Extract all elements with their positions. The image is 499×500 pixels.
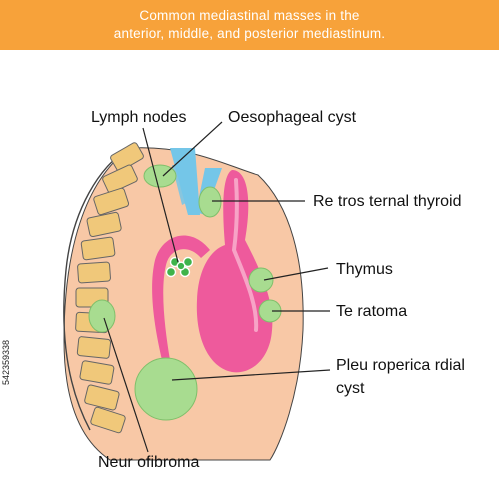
vertebra — [76, 336, 112, 359]
label-neurofibroma: Neur ofibroma — [98, 454, 199, 471]
leader-lines — [103, 121, 331, 453]
leader-lymph-nodes — [142, 127, 179, 263]
vertebra — [110, 142, 144, 172]
leader-pleuropericardial-cyst — [171, 369, 331, 381]
label-pleuropericardial-line2: cyst — [336, 380, 365, 397]
lymph-node — [176, 261, 186, 271]
spine-outer-edge — [63, 147, 131, 431]
vertebra — [86, 211, 122, 238]
masses — [88, 164, 282, 421]
label-retrosternal-thyroid: Re tros ternal thyroid — [313, 193, 462, 210]
ascending-aorta — [196, 170, 273, 373]
vertebra — [90, 406, 126, 434]
retrosternal-thyroid-mass — [198, 186, 222, 218]
lymph-nodes — [165, 256, 194, 278]
vertebra — [80, 236, 116, 261]
thymus-mass — [248, 267, 274, 293]
label-oesophageal-cyst: Oesophageal cyst — [228, 109, 357, 126]
lymph-node — [182, 256, 194, 268]
title-line-2: anterior, middle, and posterior mediasti… — [113, 26, 386, 41]
aortic-arch — [152, 235, 210, 360]
label-lymph-nodes: Lymph nodes — [91, 109, 186, 126]
leader-neurofibroma — [103, 317, 149, 453]
vertebra — [102, 164, 138, 194]
label-thymus: Thymus — [336, 261, 393, 278]
vertebra — [79, 360, 115, 385]
leader-thymus — [263, 267, 329, 281]
oesophageal-cyst — [143, 164, 177, 188]
leader-oesophageal-cyst — [162, 121, 223, 177]
aorta — [152, 170, 273, 373]
title-banner: Common mediastinal masses in the anterio… — [0, 0, 499, 50]
vertebra — [77, 261, 111, 284]
bronchus-left — [172, 165, 192, 205]
title-line-1: Common mediastinal masses in the — [139, 8, 360, 23]
vertebra — [93, 187, 130, 216]
aorta-highlight — [231, 178, 259, 332]
label-pleuropericardial-line1: Pleu roperica rdial — [336, 357, 465, 374]
pleuropericardial-cyst — [134, 357, 198, 421]
vertebra — [84, 384, 120, 411]
neurofibroma-mass — [88, 299, 116, 333]
label-teratoma: Te ratoma — [336, 303, 407, 320]
stock-image-id: 542359338 — [1, 339, 11, 385]
lymph-node — [165, 266, 177, 278]
